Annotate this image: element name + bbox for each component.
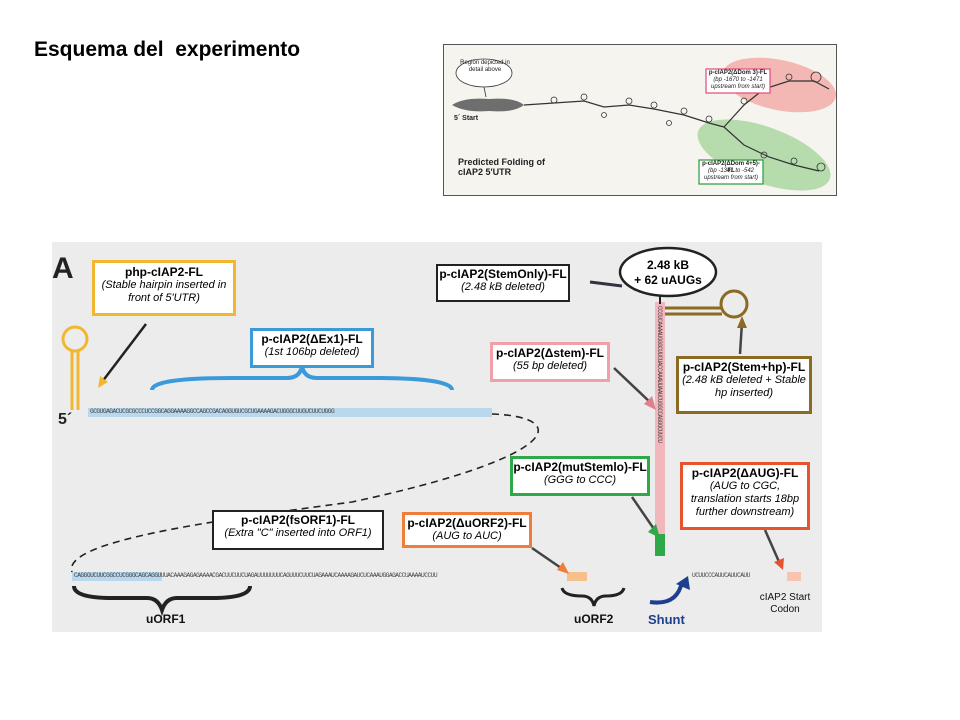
uorf2-highlight <box>567 572 587 581</box>
daug-desc: (AUG to CGC, translation starts 18bp fur… <box>690 480 800 518</box>
dom45-title: p-cIAP2(ΔDom 4+5)-FL <box>702 161 760 174</box>
seq-top-band <box>88 408 492 417</box>
deletion-ellipse <box>618 246 718 298</box>
stemhp-hairpin-stem <box>665 306 722 316</box>
shunt-label: Shunt <box>648 612 685 627</box>
daug-title: p-cIAP2(ΔAUG)-FL <box>691 466 799 480</box>
mutstem-arrow <box>630 496 658 533</box>
start-codon-highlight <box>787 572 801 581</box>
uorf1-label: uORF1 <box>146 612 186 626</box>
dex1-desc: (1st 106bp deleted) <box>264 346 360 358</box>
php-arrowhead <box>98 376 108 388</box>
stemonly-arrow <box>589 280 623 288</box>
start-label: 5´ Start <box>454 115 479 122</box>
stemonly-title: p-cIAP2(StemOnly)-FL <box>439 267 567 281</box>
fsorf1-title: p-cIAP2(fsORF1)-FL <box>241 513 355 527</box>
dstem-arrow <box>613 367 653 405</box>
dom3-desc: (bp -1670 to -1471 upstream from start) <box>710 77 765 90</box>
php-title: php-cIAP2-FL <box>125 265 203 279</box>
stemhp-title: p-cIAP2(Stem+hp)-FL <box>682 360 806 374</box>
stemhp-hairpin-loop <box>719 289 749 319</box>
fold-backbone <box>523 100 725 128</box>
php-hairpin-stem <box>70 350 80 410</box>
shunt-arrowhead <box>676 576 690 590</box>
sequence-bottom: CAGGGUCUUCGGCCUCGGGCAGCAGGUUUACAAAGAGAGA… <box>74 572 438 579</box>
folding-label: Predicted Folding of cIAP2 5'UTR <box>458 157 545 177</box>
fold-loops <box>550 71 826 172</box>
sequence-tail: UCUUCCCAUUCAUUCAUU <box>692 572 750 579</box>
daug-box: p-cIAP2(ΔAUG)-FL (AUG to CGC, translatio… <box>680 462 810 530</box>
start-region <box>452 98 524 112</box>
dstem-desc: (55 bp deleted) <box>513 360 587 372</box>
sequence-stem: CCCUCAAAAUGGGCUUCUACCAAAUUAAUCUGGCCAGGGC… <box>656 306 663 443</box>
ellipse-line1: 2.48 kB <box>647 258 689 272</box>
stemhp-box: p-cIAP2(Stem+hp)-FL (2.48 kB deleted + S… <box>676 356 812 414</box>
shunt-arrow <box>649 581 684 605</box>
php-arrow <box>101 323 147 383</box>
folding-diagram <box>452 57 836 191</box>
start-codon-label: cIAP2 Start Codon <box>759 592 811 615</box>
php-desc: (Stable hairpin inserted in front of 5'U… <box>101 279 227 304</box>
dom45-desc: (bp -1341 to -542 upstream from start) <box>703 168 758 181</box>
duorf2-title: p-cIAP2(ΔuORF2)-FL <box>407 516 527 530</box>
construct-diagram: A 5´ <box>52 246 801 617</box>
dex1-box: p-cIAP2(ΔEx1)-FL (1st 106bp deleted) <box>250 328 374 368</box>
sequence-top: GCGUGAGACUCGCGCCCUCCGGCAGGAAAAGGCCAGCCGA… <box>90 408 335 415</box>
dex1-brace <box>150 365 454 391</box>
five-prime-label: 5´ <box>58 411 72 428</box>
duorf2-box: p-cIAP2(ΔuORF2)-FL (AUG to AUC) <box>402 512 532 548</box>
uorf2-label: uORF2 <box>574 612 614 626</box>
daug-arrow <box>763 529 782 565</box>
duorf2-arrow <box>531 546 565 572</box>
dex1-title: p-cIAP2(ΔEx1)-FL <box>261 332 363 346</box>
stem-band <box>655 302 665 554</box>
stemhp-desc: (2.48 kB deleted + Stable hp inserted) <box>682 374 806 399</box>
fold-branch-bottom <box>723 126 820 172</box>
slide-title: Esquema del experimento <box>34 38 301 61</box>
fsorf1-box: p-cIAP2(fsORF1)-FL (Extra "C" inserted i… <box>212 510 384 550</box>
stemonly-desc: (2.48 kB deleted) <box>461 281 545 293</box>
dashed-connector <box>70 413 540 573</box>
dom3-title: p-cIAP2(ΔDom 3)-FL <box>708 70 768 76</box>
folding-inset: Region depicted in detail above 5´ Start… <box>443 44 837 196</box>
duorf2-desc: (AUG to AUC) <box>432 530 502 542</box>
stemonly-box: p-cIAP2(StemOnly)-FL (2.48 kB deleted) <box>436 264 570 302</box>
php-box: php-cIAP2-FL (Stable hairpin inserted in… <box>92 260 236 316</box>
panel-letter: A <box>52 252 74 285</box>
region-label: Region depicted in detail above <box>460 60 510 73</box>
panel-a: A 5´ <box>52 242 822 632</box>
fsorf1-desc: (Extra "C" inserted into ORF1) <box>224 527 372 539</box>
php-hairpin-loop <box>61 325 89 353</box>
dstem-box: p-cIAP2(Δstem)-FL (55 bp deleted) <box>490 342 610 382</box>
seq-bottom-blue <box>72 572 162 581</box>
mutstem-desc: (GGG to CCC) <box>543 474 617 486</box>
mutstem-box: p-cIAP2(mutStemlo)-FL (GGG to CCC) <box>510 456 650 496</box>
dstem-title: p-cIAP2(Δstem)-FL <box>496 346 604 360</box>
uorf1-brace <box>72 585 252 617</box>
stem-green-mark <box>655 534 665 556</box>
uorf2-brace <box>560 587 626 607</box>
mutstem-title: p-cIAP2(mutStemlo)-FL <box>513 460 647 474</box>
ellipse-line2: + 62 uAUGs <box>634 273 702 287</box>
